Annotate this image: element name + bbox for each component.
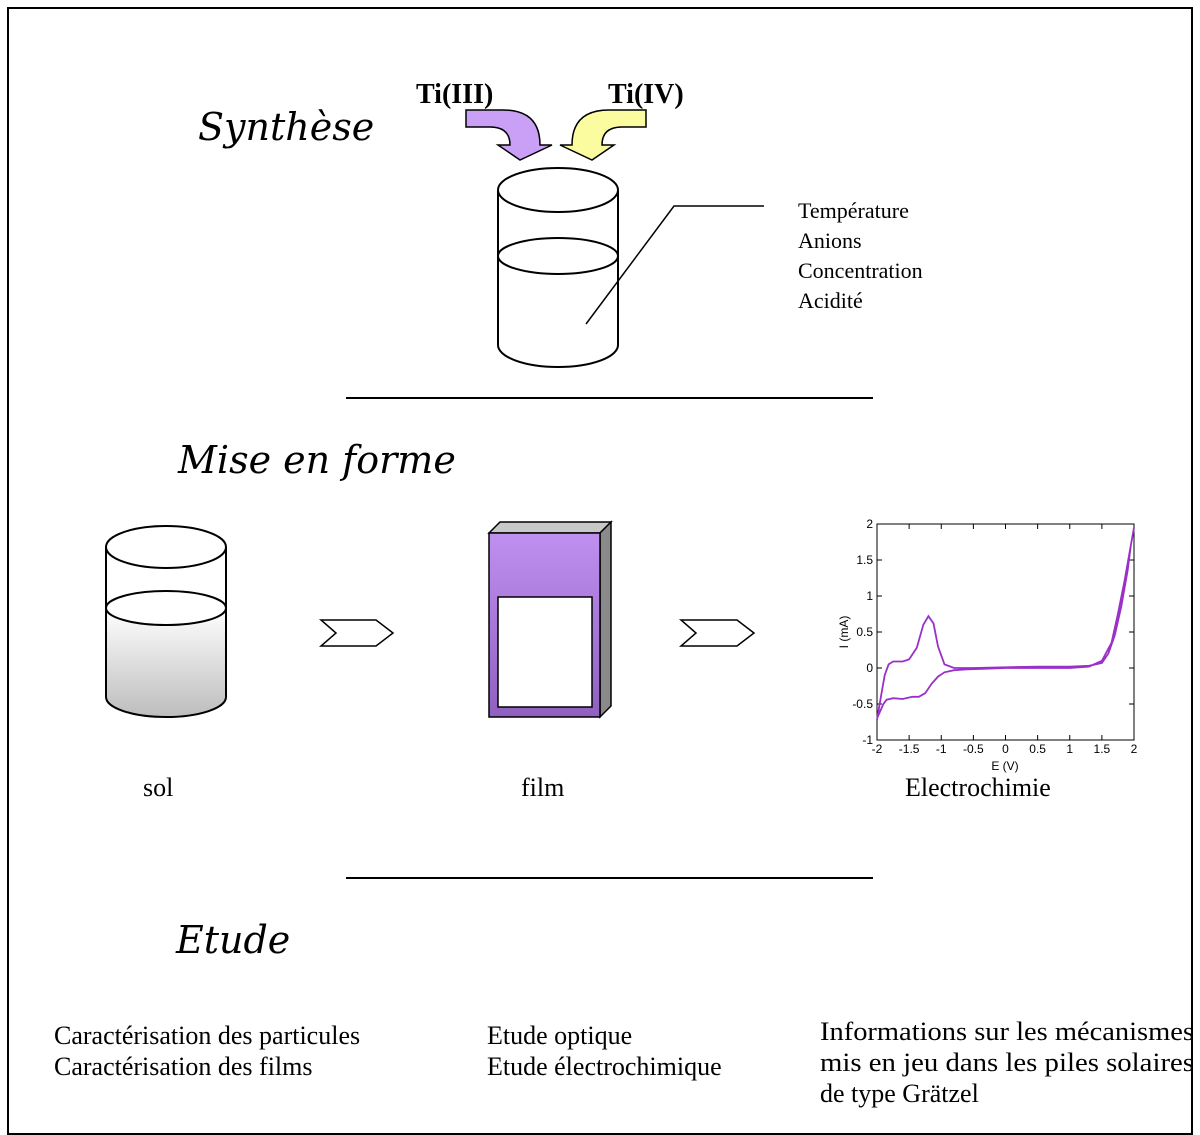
y-tick-label: 0.5 — [856, 625, 873, 639]
parameter-anions: Anions — [798, 228, 862, 253]
x-tick-label: -0.5 — [963, 742, 984, 756]
step-label-electrochimie: Electrochimie — [905, 773, 1051, 802]
chevron-arrow-icon — [318, 619, 395, 647]
x-tick-label: -1 — [936, 742, 947, 756]
x-tick-label: -1.5 — [899, 742, 920, 756]
section-title-mise-en-forme: Mise en forme — [177, 438, 456, 482]
y-tick-label: 1 — [866, 589, 873, 603]
y-tick-label: -0.5 — [852, 697, 873, 711]
film-sample — [487, 520, 613, 719]
ti4-label: Ti(IV) — [608, 79, 684, 110]
parameter-acidite: Acidité — [798, 288, 863, 313]
y-tick-label: 1.5 — [856, 553, 873, 567]
step-label-film: film — [521, 773, 564, 802]
section-title-etude: Etude — [175, 918, 290, 962]
cv-chart: -2 -1.5 -1 -0.5 0 0.5 1 1.5 2 -1 -0.5 0 0.5 1 1.5 2 E (… — [837, 517, 1138, 773]
step-label-sol: sol — [143, 773, 173, 802]
x-tick-label: 2 — [1131, 742, 1138, 756]
chart-ylabel: I (mA) — [837, 616, 851, 649]
chevron-arrow-icon — [678, 619, 756, 647]
y-tick-label: -1 — [862, 733, 873, 747]
x-tick-label: 1 — [1066, 742, 1073, 756]
sol-beaker — [105, 525, 227, 718]
etude-col3-line2: mis en jeu dans les piles solaires — [820, 1048, 1194, 1077]
cv-curve-series — [876, 527, 1135, 720]
etude-col3-line3: de type Grätzel — [820, 1079, 979, 1108]
etude-col2-line1: Etude optique — [487, 1021, 632, 1050]
etude-col3-line1: Informations sur les mécanismes — [820, 1017, 1194, 1046]
page-frame — [7, 7, 1193, 1135]
etude-col1-line1: Caractérisation des particules — [54, 1021, 360, 1050]
etude-col1-line2: Caractérisation des films — [54, 1052, 312, 1081]
parameter-leader-line — [585, 205, 764, 325]
parameter-concentration: Concentration — [798, 258, 923, 283]
y-tick-label: 0 — [866, 661, 873, 675]
etude-col2-line2: Etude électrochimique — [487, 1052, 722, 1081]
chart-plot-area — [876, 523, 1135, 741]
ti3-label: Ti(III) — [416, 79, 493, 110]
x-tick-label: 0.5 — [1029, 742, 1046, 756]
parameter-temperature: Température — [798, 198, 909, 223]
x-tick-label: 0 — [1002, 742, 1009, 756]
chart-xlabel: E (V) — [991, 759, 1018, 773]
ti4-curved-arrow-icon — [559, 109, 647, 161]
y-tick-label: 2 — [866, 517, 873, 531]
synthese-beaker — [497, 167, 619, 368]
x-tick-label: -2 — [872, 742, 883, 756]
ti3-curved-arrow-icon — [465, 109, 553, 161]
x-tick-label: 1.5 — [1094, 742, 1111, 756]
section-title-synthese: Synthèse — [198, 105, 374, 149]
